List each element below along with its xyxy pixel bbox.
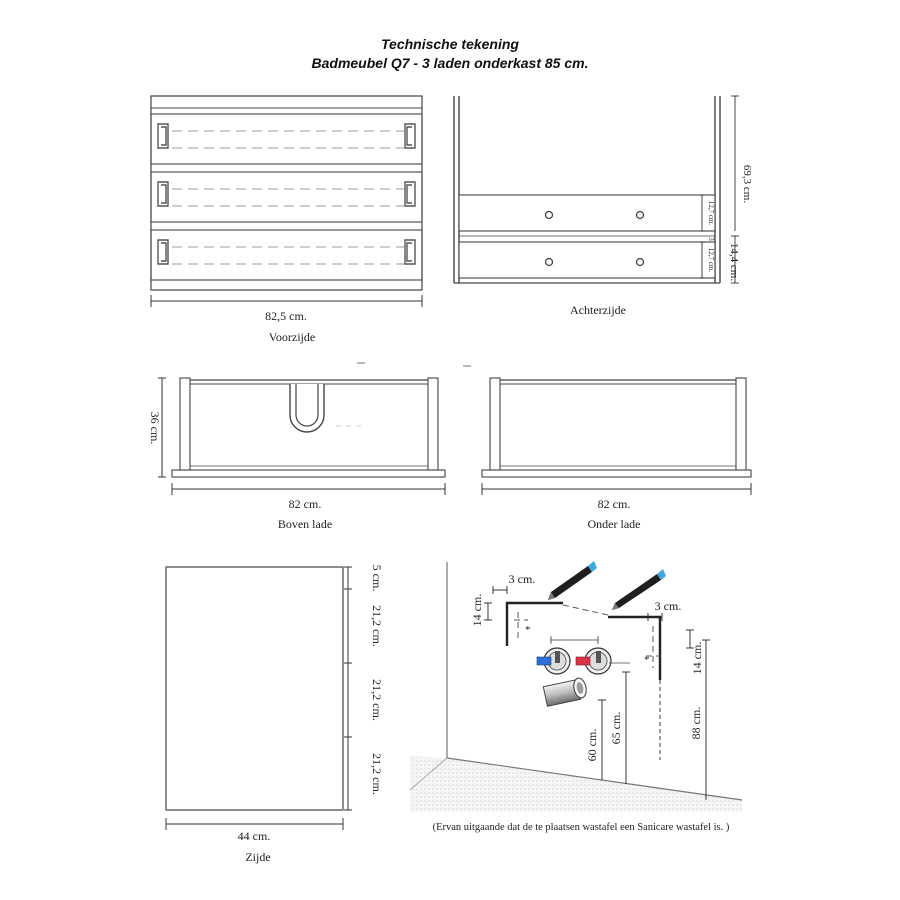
mount-height-drain: 60 cm. <box>585 729 599 762</box>
bottom-drawer-width-label: 82 cm. <box>598 497 631 511</box>
top-drawer-caption: Boven lade <box>278 517 332 531</box>
mounting-scene: * * <box>409 561 755 812</box>
side-segment-2: 21,2 cm. <box>370 605 384 647</box>
back-height-label: 69,3 cm. <box>741 165 753 203</box>
pencil-icon <box>612 569 666 610</box>
bottom-drawer-caption: Onder lade <box>588 517 641 531</box>
back-caption: Achterzijde <box>570 303 626 317</box>
mount-drop-right: 14 cm. <box>690 642 704 675</box>
side-view <box>165 566 352 830</box>
back-total-label: 14,4 cm. <box>728 243 740 281</box>
mount-height-total: 88 cm. <box>689 707 703 740</box>
mount-note: (Ervan uitgaande dat de te plaatsen wast… <box>433 822 730 833</box>
side-segment-3: 21,2 cm. <box>370 679 384 721</box>
back-view <box>453 95 739 284</box>
mount-height-taps: 65 cm. <box>609 712 623 745</box>
front-caption: Voorzijde <box>269 330 315 344</box>
back-gap: 3 <box>707 237 715 241</box>
pencil-icon <box>548 561 597 600</box>
side-segment-1: 5 cm. <box>370 565 384 592</box>
top-drawer-width-label: 82 cm. <box>289 497 322 511</box>
mount-offset-left: 3 cm. <box>509 572 536 586</box>
back-drawer-height-1: 12,7 cm. <box>707 201 715 226</box>
drain-pipe-icon <box>542 677 587 707</box>
top-drawer-height-label: 36 cm. <box>148 412 162 445</box>
mount-offset-right: 3 cm. <box>655 599 682 613</box>
front-view <box>150 95 423 307</box>
back-drawer-height-2: 12,7 cm. <box>707 248 715 273</box>
side-caption: Zijde <box>245 850 270 864</box>
title-line-2: Badmeubel Q7 - 3 laden onderkast 85 cm. <box>311 55 589 71</box>
side-segment-4: 21,2 cm. <box>370 753 384 795</box>
side-width-label: 44 cm. <box>238 829 271 843</box>
asterisk-mark: * <box>644 654 650 666</box>
top-drawer-view <box>158 377 446 495</box>
front-width-label: 82,5 cm. <box>265 309 307 323</box>
tap-valve-icon <box>536 647 571 675</box>
asterisk-mark: * <box>525 624 531 636</box>
bottom-drawer-view <box>481 377 752 495</box>
title-line-1: Technische tekening <box>381 36 519 52</box>
dot-marks <box>357 362 471 367</box>
mount-drop-left: 14 cm. <box>470 594 484 627</box>
tap-valve-icon <box>575 647 612 675</box>
